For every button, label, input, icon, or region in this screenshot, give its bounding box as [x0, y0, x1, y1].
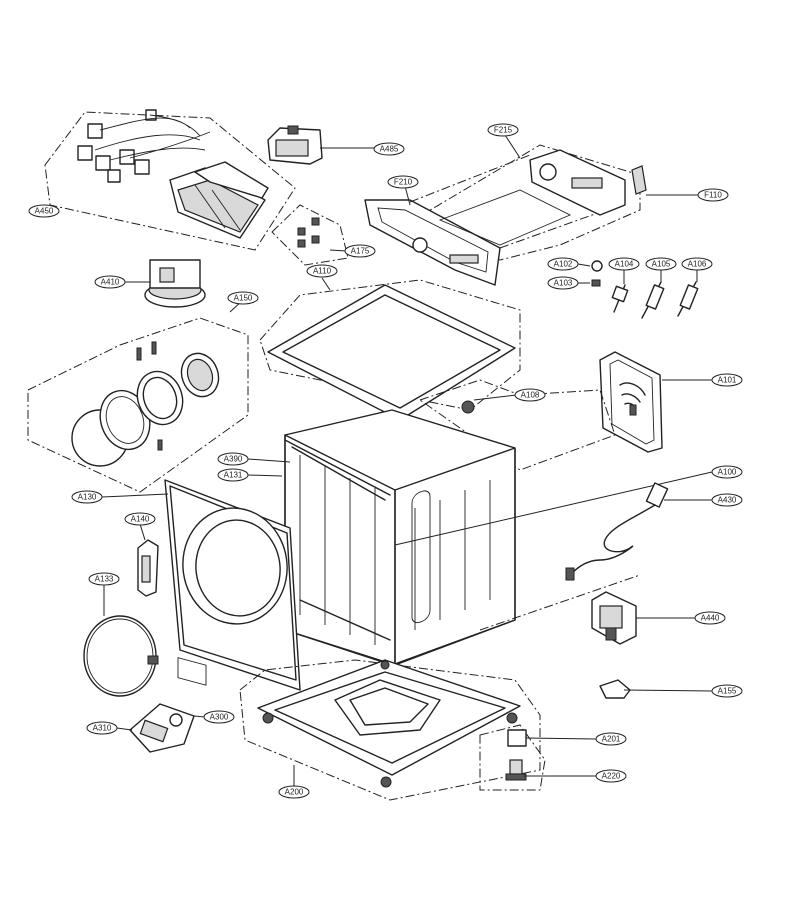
label-A390: A390 — [217, 452, 249, 466]
label-text: A200 — [285, 788, 304, 797]
label-A103: A103 — [547, 276, 579, 290]
display-module — [267, 125, 376, 165]
label-text: A410 — [101, 278, 120, 287]
foot-group — [479, 724, 597, 791]
label-text: A201 — [602, 735, 621, 744]
label-A150: A150 — [227, 291, 259, 305]
label-text: A440 — [701, 614, 720, 623]
label-text: A105 — [652, 260, 671, 269]
label-A108: A108 — [514, 388, 546, 402]
label-text: A220 — [602, 772, 621, 781]
label-A200: A200 — [278, 785, 310, 799]
label-A155: A155 — [711, 684, 743, 698]
label-A140: A140 — [124, 512, 156, 526]
label-A101: A101 — [711, 373, 743, 387]
label-text: F215 — [494, 126, 513, 135]
label-text: A485 — [380, 145, 399, 154]
label-A410: A410 — [94, 275, 126, 289]
label-A220: A220 — [595, 769, 627, 783]
label-A485: A485 — [373, 142, 405, 156]
label-A131: A131 — [217, 468, 249, 482]
label-A106: A106 — [681, 257, 713, 271]
label-F110: F110 — [697, 188, 729, 202]
label-text: A300 — [210, 713, 229, 722]
screws-group — [271, 204, 349, 266]
label-A201: A201 — [595, 732, 627, 746]
label-A100: A100 — [711, 465, 743, 479]
label-text: A310 — [93, 724, 112, 733]
label-text: A175 — [351, 247, 370, 256]
label-text: A108 — [521, 391, 540, 400]
label-text: A450 — [35, 207, 54, 216]
label-F215: F215 — [487, 123, 519, 137]
label-A450: A450 — [28, 204, 60, 218]
small-parts-group — [577, 260, 699, 319]
wiring-harness-pcb-group — [44, 109, 296, 251]
pressure-switch — [124, 259, 206, 308]
door-assembly-group — [27, 299, 249, 493]
label-A440: A440 — [694, 611, 726, 625]
label-text: F210 — [394, 178, 413, 187]
label-A104: A104 — [608, 257, 640, 271]
label-A130: A130 — [71, 490, 103, 504]
front-panel — [101, 479, 301, 691]
label-A310: A310 — [86, 721, 118, 735]
label-text: A110 — [313, 267, 332, 276]
label-A102: A102 — [547, 257, 579, 271]
label-A430: A430 — [711, 493, 743, 507]
label-text: A150 — [234, 294, 253, 303]
door-hinge — [137, 523, 159, 597]
label-text: A390 — [224, 455, 243, 464]
power-cord-filter-group — [479, 482, 713, 699]
base-frame — [239, 659, 541, 801]
label-A175: A175 — [344, 244, 376, 258]
label-text: A101 — [718, 376, 737, 385]
label-text: A106 — [688, 260, 707, 269]
label-text: A430 — [718, 496, 737, 505]
label-text: A104 — [615, 260, 634, 269]
label-A300: A300 — [203, 710, 235, 724]
top-cover — [259, 277, 521, 421]
label-text: A100 — [718, 468, 737, 477]
label-A105: A105 — [645, 257, 677, 271]
label-text: A130 — [78, 493, 97, 502]
label-text: F110 — [704, 191, 722, 200]
label-text: A133 — [95, 575, 114, 584]
label-A110: A110 — [306, 264, 338, 278]
cabinet — [247, 379, 713, 666]
label-text: A140 — [131, 515, 150, 524]
drain-cover — [116, 703, 206, 753]
label-text: A131 — [224, 471, 243, 480]
label-text: A155 — [718, 687, 737, 696]
label-A133: A133 — [88, 572, 120, 586]
control-panel-group — [364, 134, 700, 286]
label-text: A102 — [554, 260, 573, 269]
clamp-ring — [83, 585, 159, 697]
rear-panel — [599, 351, 712, 453]
label-text: A103 — [554, 279, 573, 288]
label-F210: F210 — [387, 175, 419, 189]
